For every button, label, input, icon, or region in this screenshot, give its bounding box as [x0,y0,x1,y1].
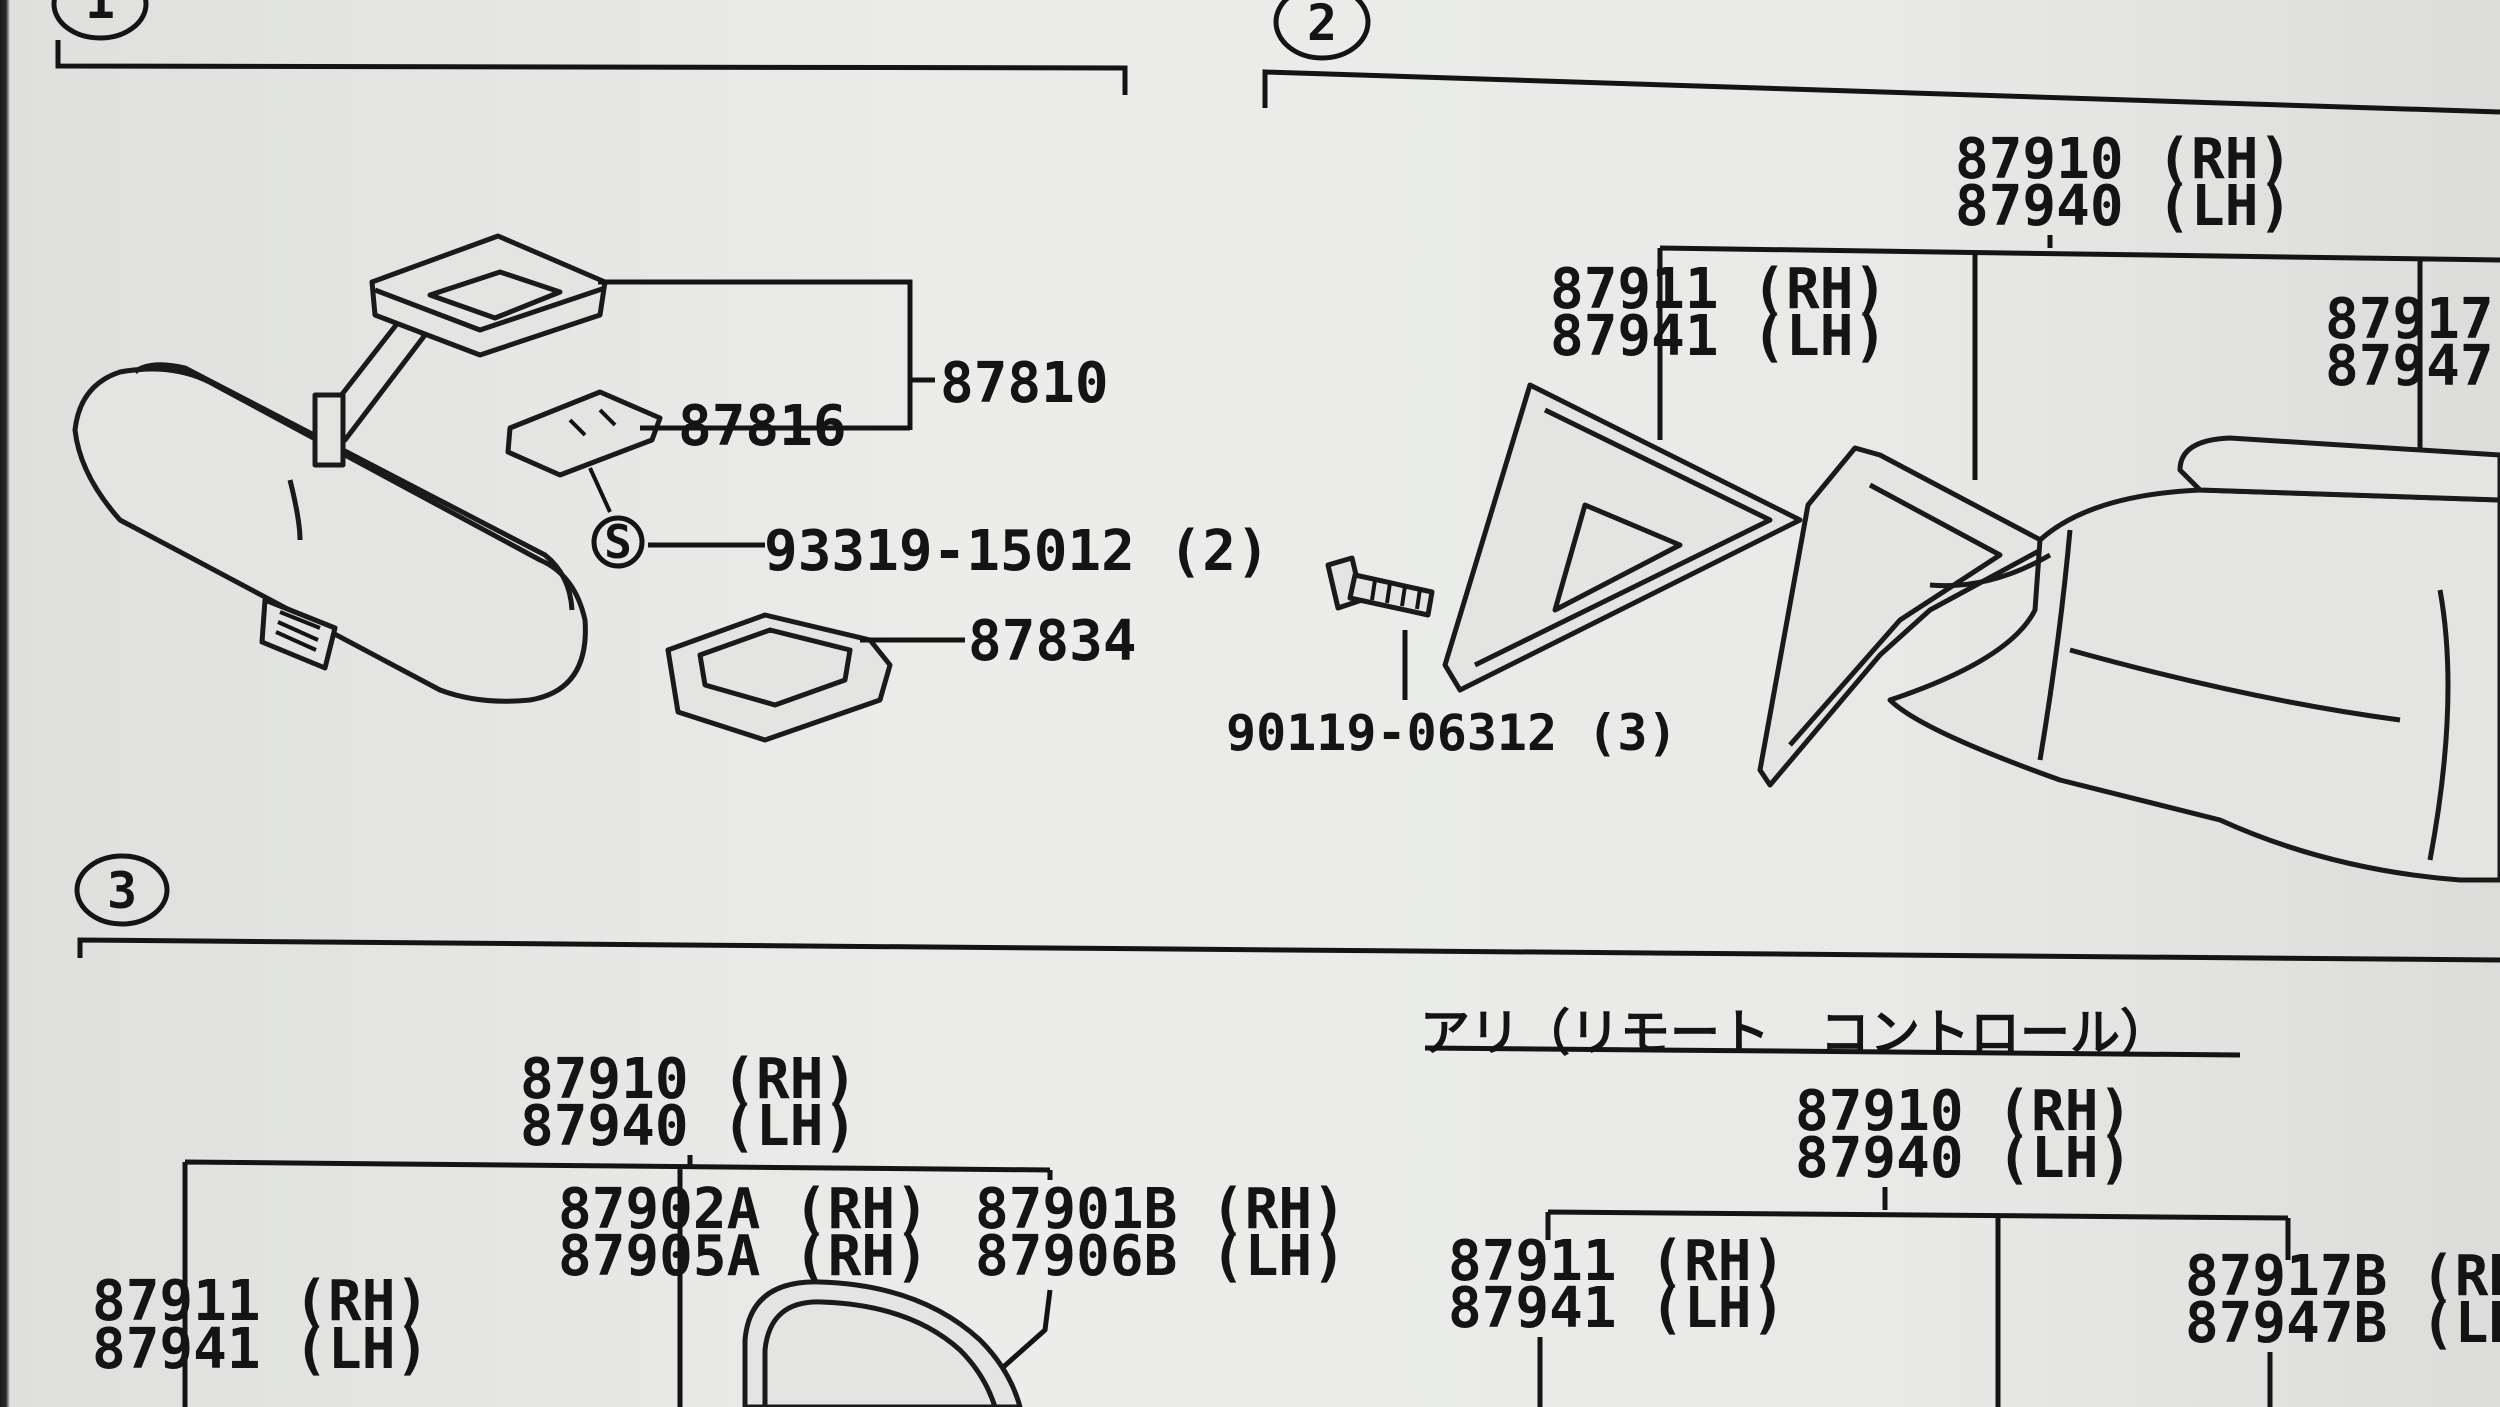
label-s3-r-87941-lh: 87941 (LH) [1448,1276,1785,1341]
label-87906b-lh: 87906B (LH) [975,1224,1346,1289]
label-87911-rh: 87911 (RH) [1550,257,1887,322]
section-1-bracket [55,40,1128,95]
label-87917b-rh: 87917B (RH [2185,1244,2500,1309]
door-mirror-body-drawing [1887,435,2500,883]
section-1-number-circle [51,0,149,41]
leader-s3-left-tree [182,1155,1053,1407]
label-87940-lh: 87940 (LH) [1955,174,2292,239]
label-s3-r-87911-rh: 87911 (RH) [1448,1229,1785,1294]
section-2-number-circle [1273,0,1371,61]
part-87834-cover [665,612,893,743]
rear-view-mirror-drawing [72,233,608,704]
label-s3-87940-lh: 87940 (LH) [520,1094,857,1159]
section-3-bracket [77,937,2500,963]
label-87901b-rh: 87901B (RH) [975,1177,1346,1242]
label-87910-rh: 87910 (RH) [1955,127,2292,192]
label-87947b-lh: 87947B (LH [2185,1291,2500,1356]
label-s3-r-87910-rh: 87910 (RH) [1795,1079,2132,1144]
section-3-number-circle [74,853,170,927]
screw-symbol: S [604,515,632,569]
section-3: 3 アリ（リモート コントロール） 87910 (RH) 87940 (LH) … [74,853,2500,1407]
label-s3-87911-rh: 87911 (RH) [92,1269,429,1334]
label-s3-r-87940-lh: 87940 (LH) [1795,1126,2132,1191]
label-87902a-rh: 87902A (RH) [558,1177,929,1242]
screw-symbol-circle [591,515,645,569]
label-93319-15012: 93319-15012 (2) [764,519,1270,584]
leader-screw [588,467,612,513]
section-2-bracket [1262,69,2500,115]
leader-s3-right-tree [1545,1187,2291,1407]
label-s3-87910-rh: 87910 (RH) [520,1047,857,1112]
label-87941-lh: 87941 (LH) [1550,304,1887,369]
label-87947: 87947 [2325,334,2494,399]
label-87917: 87917 [2325,287,2494,352]
section-3-number: 3 [107,862,137,920]
leader-87910-tree [1657,235,2500,480]
remote-control-underline [1424,1045,2241,1058]
label-87834: 87834 [968,609,1137,674]
label-s3-87941-lh: 87941 (LH) [92,1317,429,1382]
label-90119-06312: 90119-06312 (3) [1226,704,1678,762]
section-2: 2 87910 (RH) 87940 (LH) 87911 (RH) 87941… [1226,0,2500,883]
section-1: 1 87810 87816 [51,0,1270,743]
section-2-number: 2 [1307,0,1337,52]
label-87905a-rh: 87905A (RH) [558,1224,929,1289]
leader-87810 [598,279,935,431]
section-1-number: 1 [85,0,115,30]
leader-87901b [998,1289,1053,1372]
triangle-gasket-drawing [1442,382,1803,693]
mirror-glass-drawing [742,1279,1023,1407]
label-87810: 87810 [940,351,1109,416]
bolt-90119-drawing [1325,555,1435,618]
label-87816: 87816 [678,394,847,459]
